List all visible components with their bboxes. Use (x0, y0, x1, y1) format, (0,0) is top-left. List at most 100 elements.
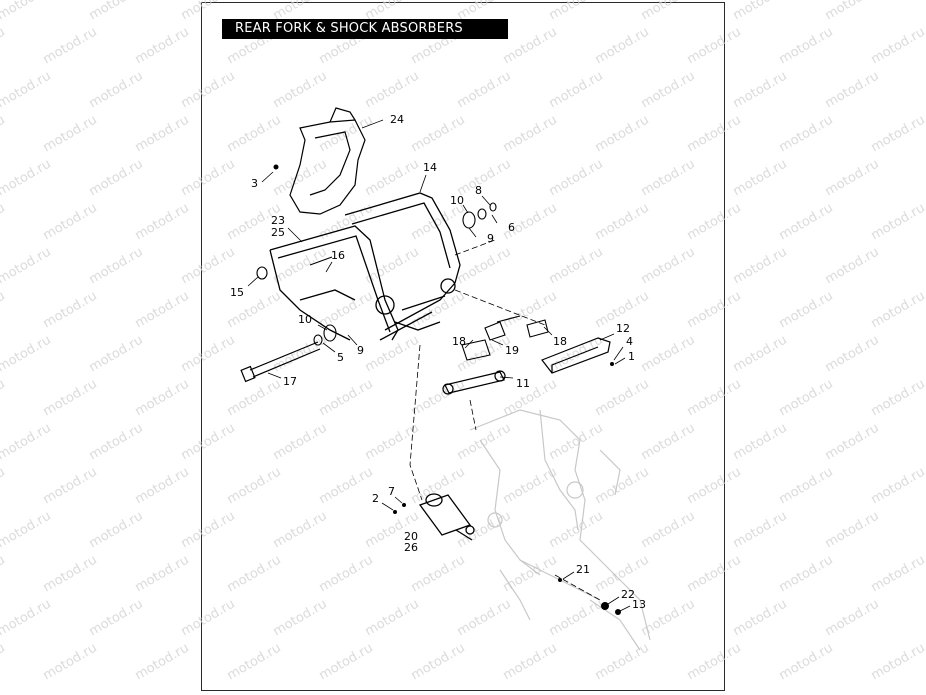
belt-guard (289, 107, 366, 215)
callout-14: 14 (423, 161, 437, 174)
watermark-text: motod.ru (685, 289, 744, 332)
watermark-text: motod.ru (731, 0, 790, 23)
watermark-text: motod.ru (685, 113, 744, 156)
watermark-text: motod.ru (731, 157, 790, 200)
callout-10-upper: 10 (450, 194, 464, 207)
watermark-text: motod.ru (133, 641, 192, 684)
watermark-text: motod.ru (593, 641, 652, 684)
watermark-text: motod.ru (731, 509, 790, 552)
callout-23: 23 (271, 214, 285, 227)
watermark-text: motod.ru (225, 465, 284, 508)
watermark-text: motod.ru (823, 245, 882, 288)
watermark-text: motod.ru (547, 421, 606, 464)
leader-lines (247, 119, 631, 612)
watermark-text: motod.ru (455, 245, 514, 288)
callout-9-lower: 9 (357, 344, 364, 357)
callout-18-left: 18 (452, 335, 466, 348)
watermark-text: motod.ru (317, 553, 376, 596)
watermark-text: motod.ru (409, 465, 468, 508)
watermark-text: motod.ru (685, 465, 744, 508)
watermark-text: motod.ru (0, 113, 8, 156)
watermark-text: motod.ru (501, 113, 560, 156)
watermark-text: motod.ru (271, 421, 330, 464)
watermark-text: motod.ru (409, 641, 468, 684)
watermark-text: motod.ru (133, 201, 192, 244)
watermark-text: motod.ru (0, 201, 8, 244)
watermark-text: motod.ru (363, 597, 422, 640)
watermark-text: motod.ru (0, 0, 54, 23)
watermark-text: motod.ru (133, 289, 192, 332)
watermark-text: motod.ru (133, 25, 192, 68)
watermark-text: motod.ru (0, 25, 8, 68)
watermark-text: motod.ru (0, 245, 54, 288)
watermark-text: motod.ru (639, 157, 698, 200)
watermark-text: motod.ru (0, 553, 8, 596)
watermark-text: motod.ru (271, 509, 330, 552)
watermark-text: motod.ru (179, 597, 238, 640)
watermark-text: motod.ru (731, 245, 790, 288)
watermark-text: motod.ru (179, 245, 238, 288)
watermark-text: motod.ru (179, 421, 238, 464)
watermark-text: motod.ru (41, 201, 100, 244)
shock-bracket (541, 337, 611, 374)
watermark-text: motod.ru (639, 509, 698, 552)
watermark-text: motod.ru (0, 333, 54, 376)
watermark-text: motod.ru (133, 465, 192, 508)
watermark-text: motod.ru (87, 333, 146, 376)
watermark-text: motod.ru (87, 0, 146, 23)
callout-16: 16 (331, 249, 345, 262)
watermark-text: motod.ru (225, 377, 284, 420)
watermark-text: motod.ru (823, 421, 882, 464)
watermark-text: motod.ru (869, 465, 926, 508)
watermark-text: motod.ru (41, 553, 100, 596)
callout-10-lower: 10 (298, 313, 312, 326)
watermark-text: motod.ru (869, 641, 926, 684)
watermark-text: motod.ru (639, 333, 698, 376)
callout-26: 26 (404, 541, 418, 554)
watermark-text: motod.ru (501, 25, 560, 68)
callout-13: 13 (632, 598, 646, 611)
watermark-text: motod.ru (777, 25, 836, 68)
callout-1: 1 (628, 350, 635, 363)
watermark-text: motod.ru (593, 25, 652, 68)
watermark-text: motod.ru (823, 69, 882, 112)
watermark-text: motod.ru (777, 377, 836, 420)
watermark-text: motod.ru (869, 113, 926, 156)
watermark-text: motod.ru (41, 113, 100, 156)
watermark-text: motod.ru (731, 333, 790, 376)
watermark-text: motod.ru (87, 157, 146, 200)
watermark-text: motod.ru (823, 509, 882, 552)
watermark-text: motod.ru (685, 201, 744, 244)
watermark-text: motod.ru (0, 641, 8, 684)
axle (240, 341, 321, 383)
watermark-text: motod.ru (179, 157, 238, 200)
washers-spacers (256, 202, 497, 346)
watermark-text: motod.ru (41, 465, 100, 508)
watermark-text: motod.ru (271, 69, 330, 112)
watermark-text: motod.ru (823, 597, 882, 640)
callout-25: 25 (271, 226, 285, 239)
watermark-text: motod.ru (547, 597, 606, 640)
watermark-text: motod.ru (869, 377, 926, 420)
watermark-text: motod.ru (317, 641, 376, 684)
watermark-text: motod.ru (409, 553, 468, 596)
watermark-text: motod.ru (271, 333, 330, 376)
watermark-text: motod.ru (409, 113, 468, 156)
watermark-text: motod.ru (593, 377, 652, 420)
watermark-text: motod.ru (179, 509, 238, 552)
watermark-text: motod.ru (87, 245, 146, 288)
callout-11: 11 (516, 377, 530, 390)
watermark-text: motod.ru (41, 377, 100, 420)
watermark-text: motod.ru (639, 597, 698, 640)
watermark-text: motod.ru (777, 113, 836, 156)
watermark-text: motod.ru (133, 553, 192, 596)
watermark-text: motod.ru (593, 465, 652, 508)
watermark-text: motod.ru (0, 289, 8, 332)
watermark-text: motod.ru (823, 157, 882, 200)
watermark-text: motod.ru (455, 597, 514, 640)
watermark-text: motod.ru (731, 597, 790, 640)
watermark-text: motod.ru (501, 641, 560, 684)
callout-8: 8 (475, 184, 482, 197)
watermark-text: motod.ru (87, 421, 146, 464)
